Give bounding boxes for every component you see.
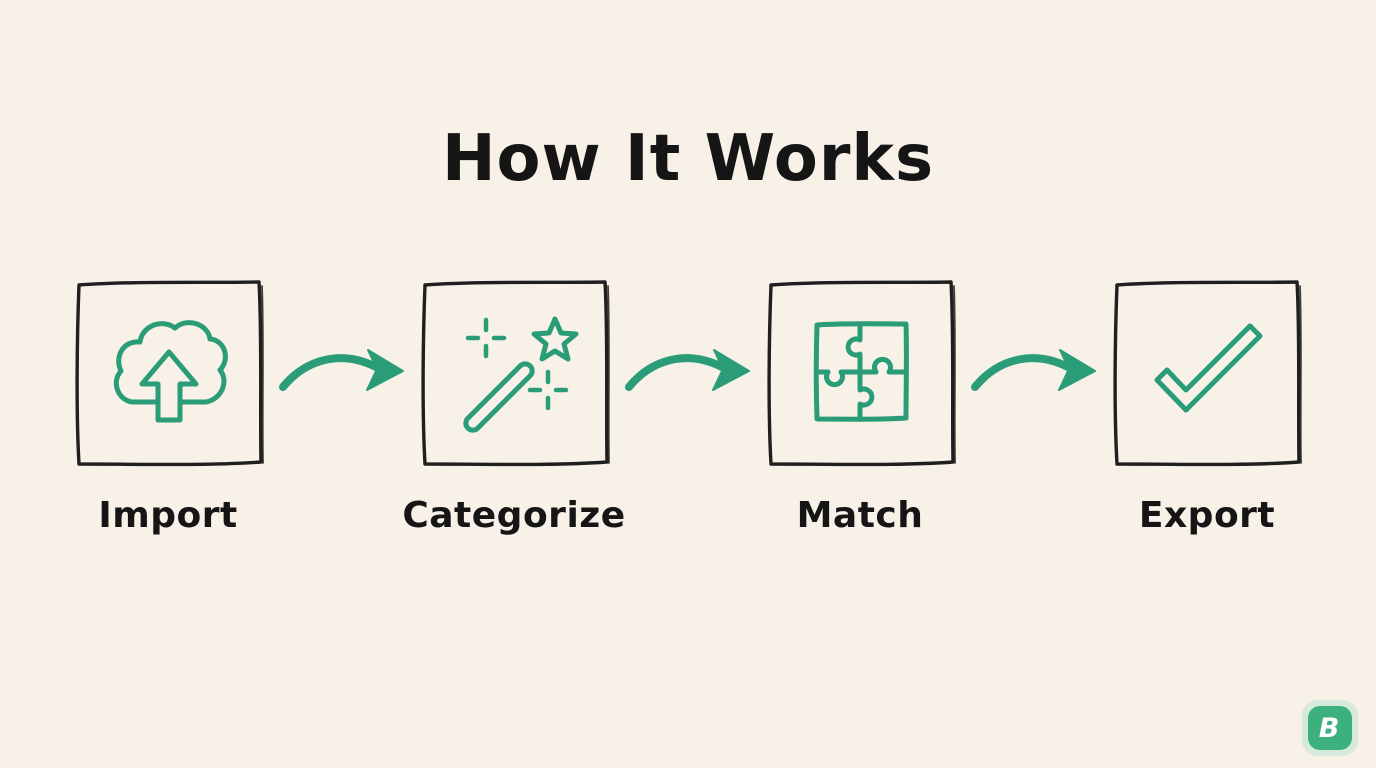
- brand-logo: B: [1302, 700, 1358, 756]
- step-card-categorize: [421, 280, 610, 467]
- sparkle-icon: [527, 369, 569, 411]
- flow-arrow: [283, 350, 403, 390]
- brand-letter: B: [1318, 712, 1340, 744]
- flow-arrow: [975, 350, 1095, 390]
- flow-arrow: [629, 350, 749, 390]
- step-label-export: Export: [1139, 495, 1275, 536]
- step-label-match: Match: [797, 495, 924, 536]
- page-title: How It Works: [442, 122, 934, 196]
- step-label-import: Import: [98, 495, 237, 536]
- cloud-upload-icon: [113, 320, 228, 423]
- sparkle-icon: [465, 317, 507, 359]
- checkmark-icon: [1154, 323, 1263, 413]
- magic-wand-icon: [463, 316, 579, 433]
- step-box: [1113, 280, 1301, 467]
- step-label-categorize: Categorize: [402, 495, 625, 536]
- step-card-export: [1113, 280, 1302, 467]
- step-card-match: [767, 280, 956, 467]
- brand-logo-tile: B: [1308, 706, 1352, 750]
- step-card-import: [75, 280, 264, 467]
- puzzle-icon: [813, 321, 909, 422]
